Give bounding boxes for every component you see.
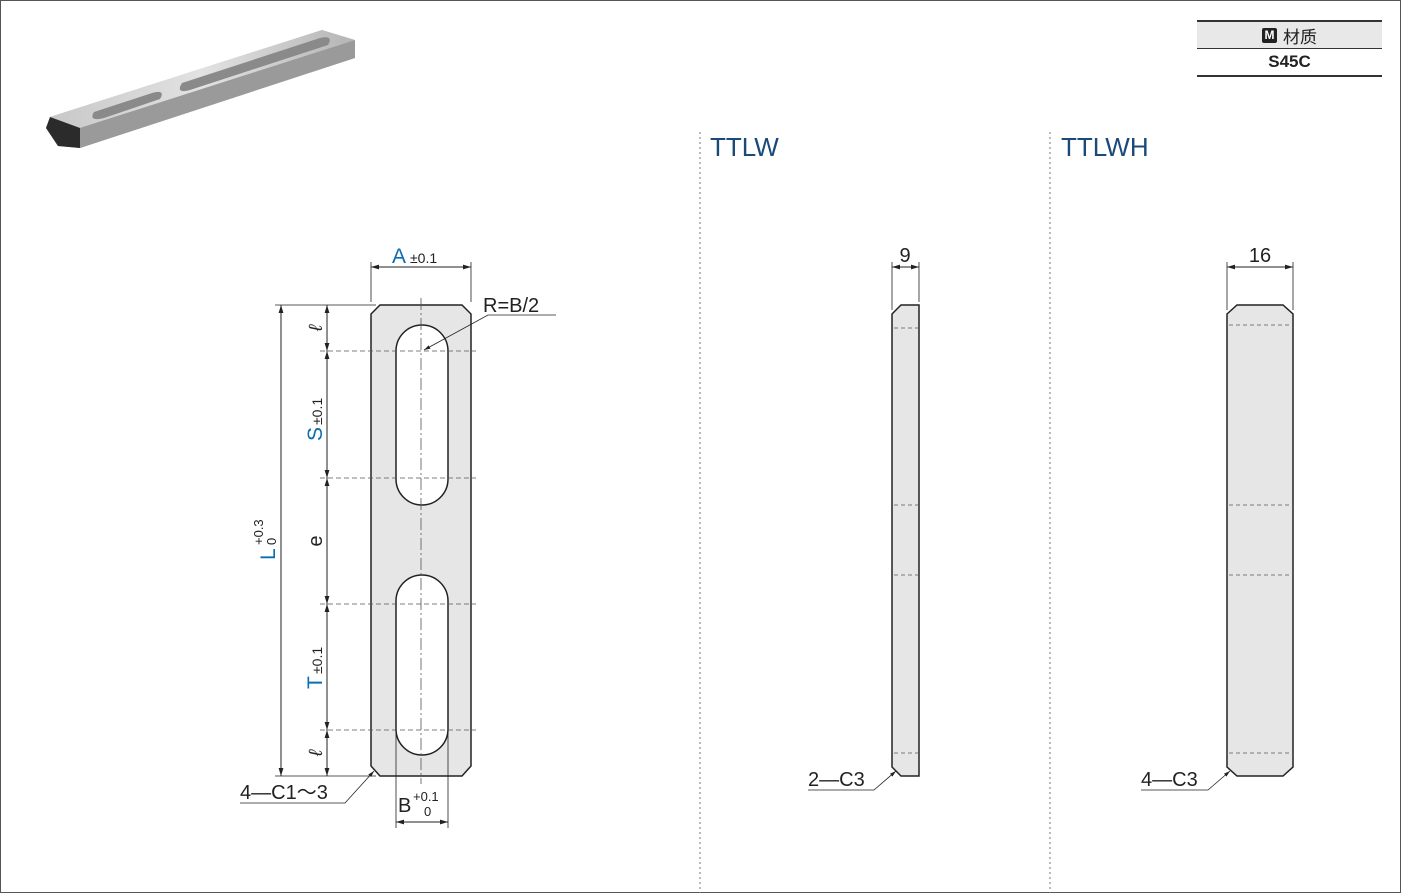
dim-l-symbol: L [257, 548, 280, 560]
ttlwh-thickness: 16 [1249, 245, 1271, 267]
dim-l-tol-lower: 0 [264, 538, 279, 545]
radius-note: R=B/2 [483, 295, 539, 317]
dim-ell-top: ℓ [306, 324, 327, 332]
dim-t-symbol: T [304, 676, 327, 689]
material-header-label: 材质 [1283, 27, 1317, 47]
material-icon: M [1262, 27, 1277, 43]
material-value: S45C [1197, 49, 1382, 77]
ttlw-side-view [808, 262, 920, 791]
dim-a-tolerance: ±0.1 [410, 250, 437, 266]
dim-b-tol-upper: +0.1 [413, 789, 439, 804]
chamfer-main-note: 4—C1～3 [240, 782, 328, 804]
ttlw-title: TTLW [710, 132, 779, 162]
material-table: M 材质 S45C [1197, 20, 1382, 77]
dim-ell-bottom: ℓ [306, 749, 327, 757]
ttlwh-side-view [1141, 262, 1294, 791]
slot-upper [395, 324, 449, 506]
product-photo [46, 30, 355, 148]
dim-e-symbol: e [305, 535, 327, 546]
plan-view [240, 262, 556, 828]
material-header: M 材质 [1197, 20, 1382, 49]
dim-t-tolerance: ±0.1 [309, 647, 325, 674]
dim-b-tol-lower: 0 [424, 804, 431, 819]
dim-s-tolerance: ±0.1 [309, 398, 325, 425]
dim-s-symbol: S [304, 427, 327, 441]
ttlwh-chamfer-note: 4—C3 [1141, 769, 1198, 791]
dim-l-tol-upper: +0.3 [251, 519, 266, 545]
ttlw-chamfer-note: 2—C3 [808, 769, 865, 791]
dim-b-symbol: B [398, 795, 411, 817]
slot-lower [395, 574, 449, 756]
dim-a-symbol: A [392, 245, 406, 268]
ttlw-thickness: 9 [899, 245, 910, 267]
ttlwh-title: TTLWH [1061, 132, 1149, 162]
